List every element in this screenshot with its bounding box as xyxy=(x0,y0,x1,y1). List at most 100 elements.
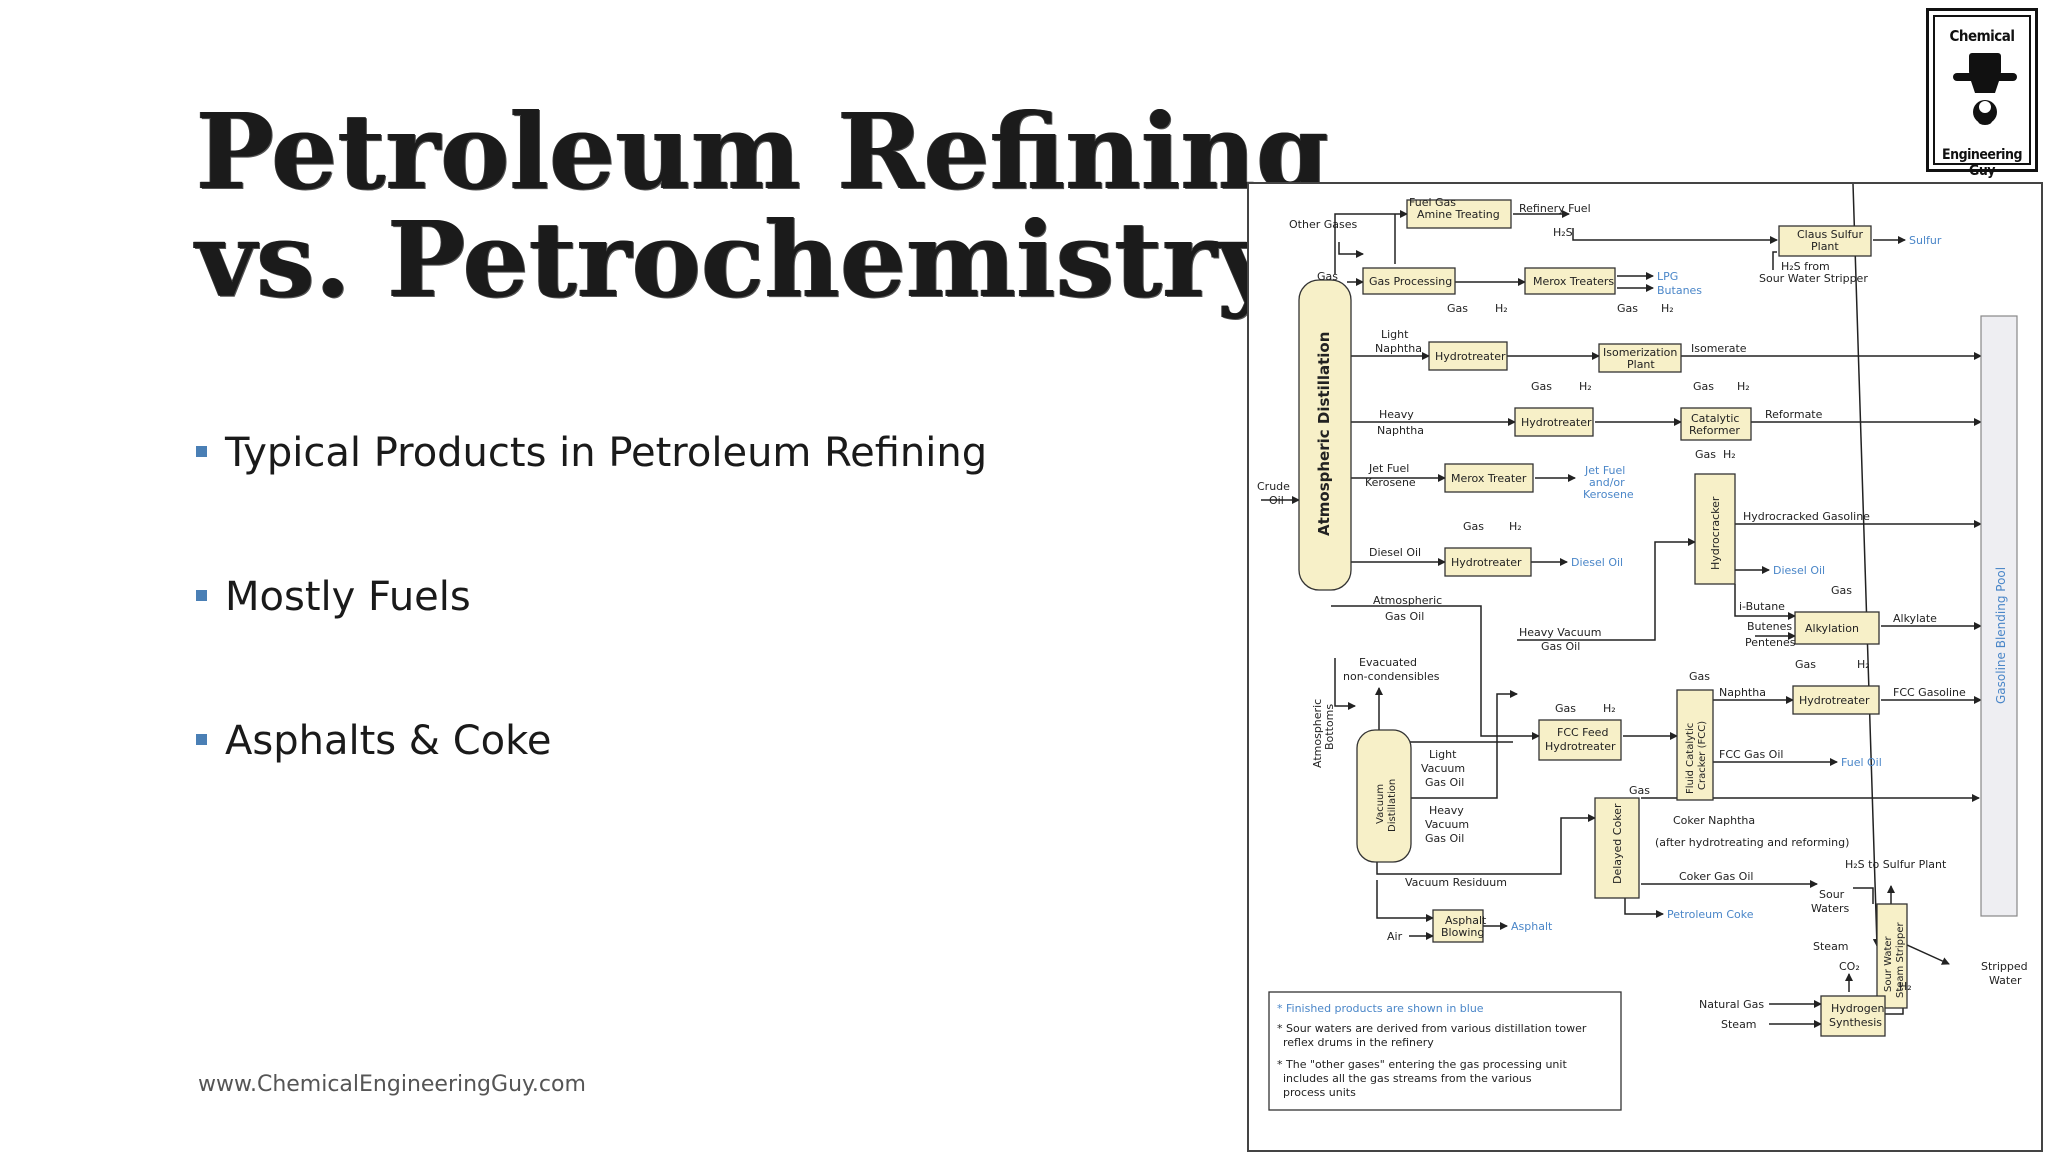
coker-naphtha-label: Coker Naphtha xyxy=(1673,814,1755,827)
amine-treating-unit xyxy=(1406,199,1512,229)
note-line-1: * Finished products are shown in blue xyxy=(1277,1002,1484,1015)
fuel-gas-label: Fuel Gas xyxy=(1409,196,1456,209)
vacuum-residuum-line xyxy=(1376,814,1596,875)
hydrotreater-light-unit xyxy=(1428,341,1508,371)
evacuated-label-2: non-condensibles xyxy=(1343,670,1440,683)
coker-gas-oil-label: Coker Gas Oil xyxy=(1679,870,1753,883)
fcc-label-2: Cracker (FCC) xyxy=(1697,721,1708,790)
steam-label: Steam xyxy=(1813,940,1849,953)
sour-waters-label-2: Waters xyxy=(1811,902,1850,915)
hydrogen-synthesis-label-2: Synthesis xyxy=(1829,1016,1882,1029)
after-hydrotreating-label: (after hydrotreating and reforming) xyxy=(1655,836,1849,849)
h2-ffh-label: H₂ xyxy=(1603,702,1616,715)
hydrotreater-diesel-unit xyxy=(1444,547,1532,577)
reformer-label-2: Reformer xyxy=(1689,424,1740,437)
lpg-product: LPG xyxy=(1657,270,1678,283)
bullet-square-icon xyxy=(196,733,207,745)
butenes-label: Butenes xyxy=(1747,620,1792,633)
heavy-vacuum-line xyxy=(1399,690,1518,799)
other-gases-label: Other Gases xyxy=(1289,218,1357,231)
claus-label-1: Claus Sulfur xyxy=(1797,228,1864,241)
pentenes-label: Pentenes xyxy=(1745,636,1796,649)
title-line-1: Petroleum Refining xyxy=(196,90,1329,213)
hvgo-to-hydrocracker-line xyxy=(1517,538,1696,641)
atmospheric-distillation-column xyxy=(1298,279,1352,591)
gasoline-blending-pool xyxy=(1980,315,2018,917)
note-line-4: * The "other gases" entering the gas pro… xyxy=(1277,1058,1567,1071)
hydrogen-synthesis-label-1: Hydrogen xyxy=(1831,1002,1885,1015)
bullet-text: Mostly Fuels xyxy=(225,574,471,620)
heavy-naphtha-label-1: Heavy xyxy=(1379,408,1414,421)
delayed-coker-label: Delayed Coker xyxy=(1611,803,1624,884)
jet-fuel-label-1: Jet Fuel xyxy=(1368,462,1409,475)
to-asphalt-line xyxy=(1376,880,1434,922)
light-naphtha-label-1: Light xyxy=(1381,328,1409,341)
isomerization-label-2: Plant xyxy=(1627,358,1655,371)
hydrocracker-label: Hydrocracker xyxy=(1709,496,1722,570)
light-naphtha-label-2: Naphtha xyxy=(1375,342,1422,355)
atm-gas-oil-line xyxy=(1331,605,1540,740)
natural-gas-label: Natural Gas xyxy=(1699,998,1764,1011)
claus-sulfur-plant-unit xyxy=(1778,225,1872,257)
h2s-from-label: H₂S from xyxy=(1781,260,1830,273)
isomerization-label-1: Isomerization xyxy=(1603,346,1677,359)
logo-frame: Chemical Engineering Guy xyxy=(1933,15,2031,179)
h2s-from-stripper-line xyxy=(1772,251,1777,270)
h2-ref-label: H₂ xyxy=(1737,380,1750,393)
merox-treater-label: Merox Treater xyxy=(1451,472,1527,485)
h2-synth-label: H₂ xyxy=(1899,980,1912,993)
vacuum-residuum-label: Vacuum Residuum xyxy=(1405,876,1507,889)
gas-alky-label: Gas xyxy=(1831,584,1852,597)
catalytic-reformer-unit xyxy=(1680,407,1752,441)
naphtha-label: Naphtha xyxy=(1719,686,1766,699)
hydrotreater-light-label: Hydrotreater xyxy=(1435,350,1506,363)
unit-boxes xyxy=(1298,199,2018,1037)
sour-water-stripper-unit xyxy=(1876,903,1908,1009)
hydrocracker-unit xyxy=(1694,473,1736,585)
hvgo-label-2: Gas Oil xyxy=(1541,640,1580,653)
sws-label-1: Sour Water xyxy=(1883,935,1894,992)
reformate-label: Reformate xyxy=(1765,408,1823,421)
brand-logo: Chemical Engineering Guy xyxy=(1926,8,2038,179)
sour-waters-label-1: Sour xyxy=(1819,888,1845,901)
air-label: Air xyxy=(1387,930,1403,943)
blending-pool-label: Gasoline Blending Pool xyxy=(1994,567,2008,704)
refinery-fuel-label: Refinery Fuel xyxy=(1519,202,1591,215)
crude-label-2: Oil xyxy=(1269,494,1284,507)
isomerate-label: Isomerate xyxy=(1691,342,1747,355)
fcc-feed-label-1: FCC Feed xyxy=(1557,726,1608,739)
sour-water-stripper-label: Sour Water Stripper xyxy=(1759,272,1868,285)
bullet-square-icon xyxy=(196,445,207,457)
slide-title: Petroleum Refining vs. Petrochemistry xyxy=(196,90,1329,321)
h2-ht1-label: H₂ xyxy=(1495,302,1508,315)
sulfur-product: Sulfur xyxy=(1909,234,1942,247)
asphalt-product: Asphalt xyxy=(1511,920,1553,933)
asphalt-blowing-label-1: Asphalt xyxy=(1445,914,1487,927)
hvgo2-label-3: Gas Oil xyxy=(1425,832,1464,845)
co2-label: CO₂ xyxy=(1839,960,1860,973)
gas-ht4-label: Gas xyxy=(1795,658,1816,671)
jet-fuel-product-1: Jet Fuel xyxy=(1584,464,1625,477)
flow-diagram-canvas: Atmospheric Distillation Gas Processing … xyxy=(1257,184,2028,1111)
gas-ffh-label: Gas xyxy=(1555,702,1576,715)
i-butane-label: i-Butane xyxy=(1739,600,1785,613)
note-line-6: process units xyxy=(1283,1086,1356,1099)
unit-labels: Atmospheric Distillation Gas Processing … xyxy=(1315,208,2008,1029)
merox-treaters-label: Merox Treaters xyxy=(1533,275,1614,288)
flow-lines xyxy=(1261,184,1982,1028)
footer-url: www.ChemicalEngineeringGuy.com xyxy=(198,1072,586,1097)
note-line-3: reflex drums in the refinery xyxy=(1283,1036,1434,1049)
isomerization-plant-unit xyxy=(1598,343,1682,373)
atm-bottoms-label-2: Bottoms xyxy=(1323,704,1336,750)
h2-ht2-label: H₂ xyxy=(1579,380,1592,393)
merox-treaters-unit xyxy=(1524,267,1616,295)
lvgo-label-1: Light xyxy=(1429,748,1457,761)
atm-distillation-label: Atmospheric Distillation xyxy=(1315,332,1333,536)
gas-processing-label: Gas Processing xyxy=(1369,275,1452,288)
atm-gas-oil-label-1: Atmospheric xyxy=(1373,594,1442,607)
alkylate-label: Alkylate xyxy=(1893,612,1937,625)
hvgo2-label-2: Vacuum xyxy=(1425,818,1469,831)
lvgo-label-2: Vacuum xyxy=(1421,762,1465,775)
h2-iso-label: H₂ xyxy=(1661,302,1674,315)
title-line-2: vs. Petrochemistry xyxy=(196,198,1278,321)
